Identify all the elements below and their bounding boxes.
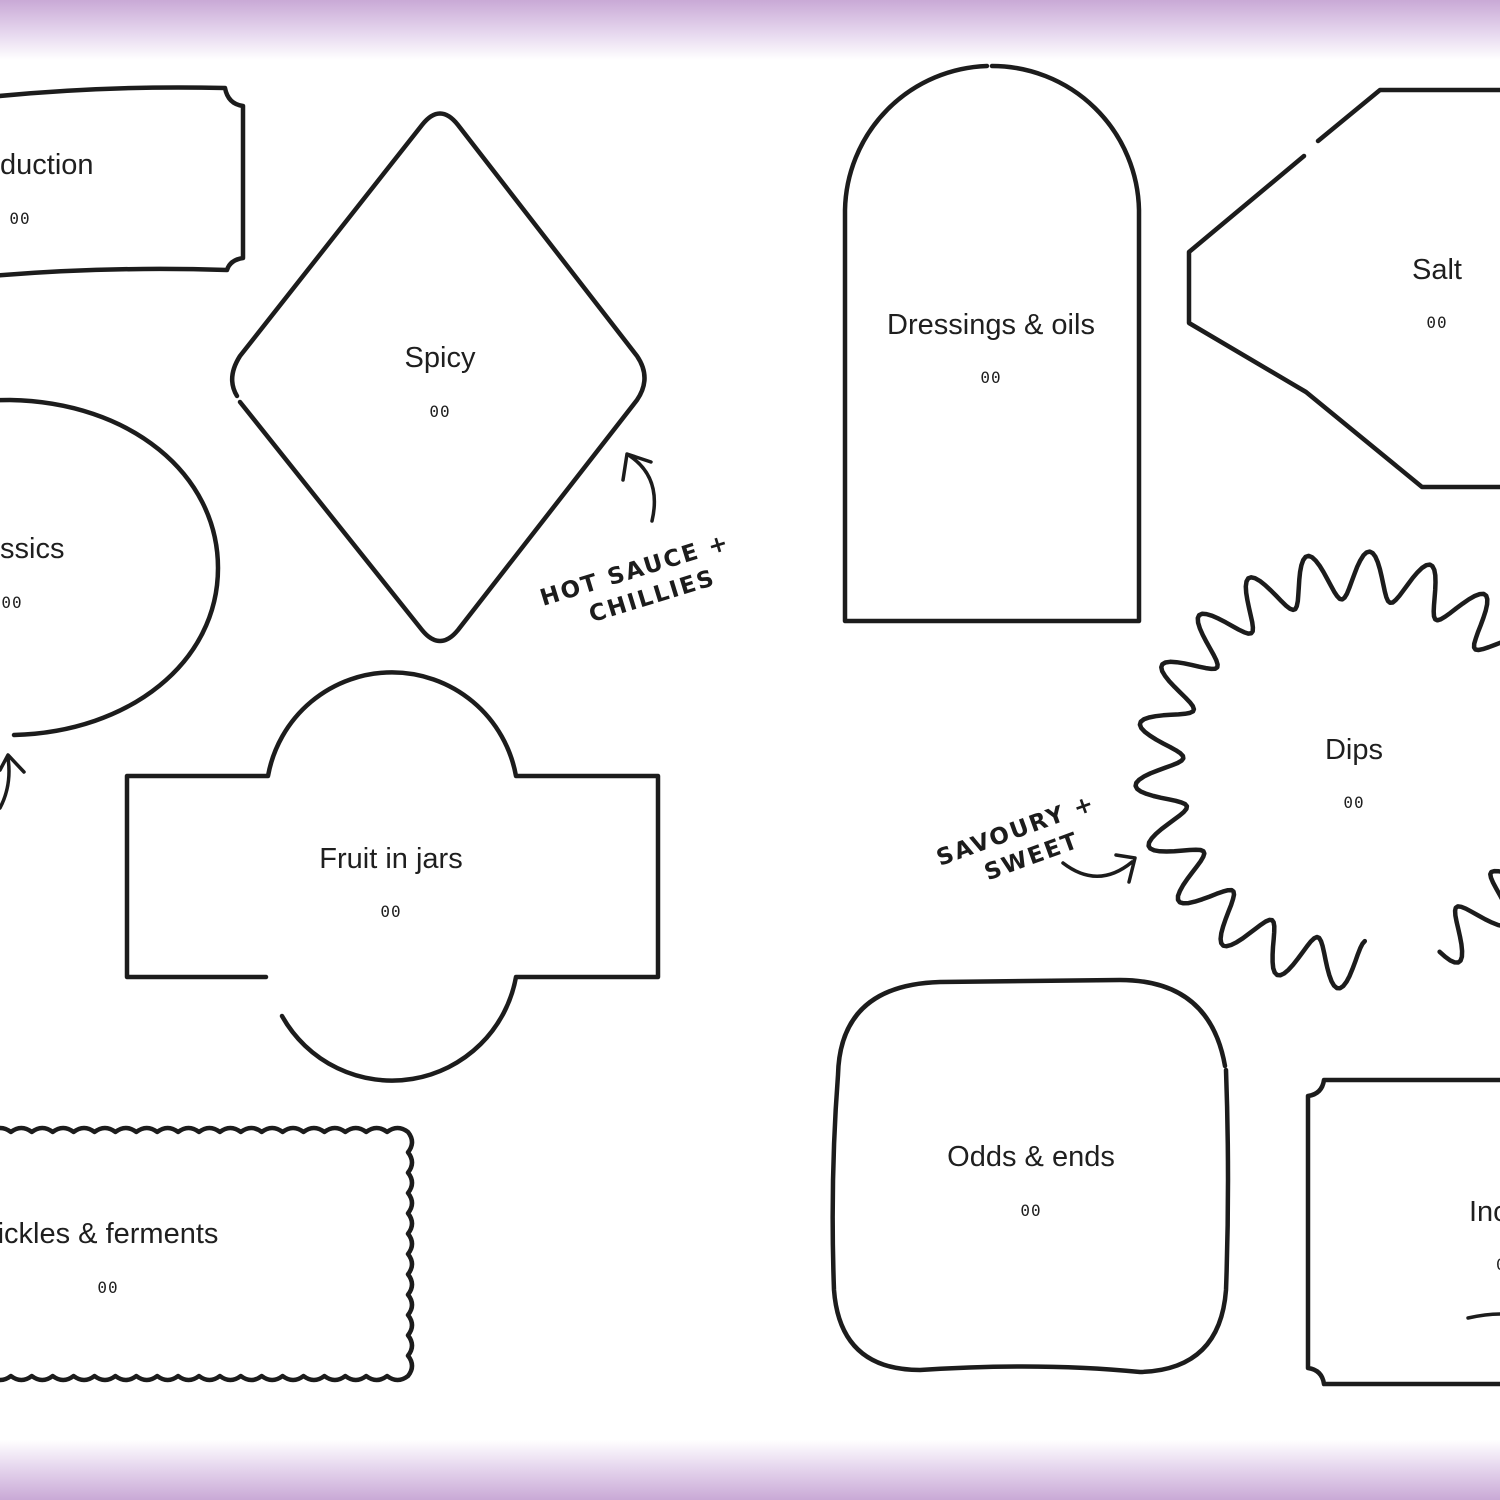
odds-ends-shape	[830, 977, 1231, 1375]
spicy-label[interactable]: Spicy 00	[230, 111, 647, 644]
odds-ends-label[interactable]: Odds & ends 00	[830, 977, 1231, 1375]
spicy-diamond-shape	[230, 111, 647, 644]
introduction-banner-shape	[0, 85, 246, 278]
classics-arrow	[0, 753, 26, 810]
fruit-in-jars-label[interactable]: Fruit in jars 00	[124, 670, 661, 1083]
classics-page-number: 00	[1, 593, 22, 612]
salt-page-number: 00	[1426, 313, 1447, 332]
pickles-page-number: 00	[97, 1278, 118, 1297]
dips-page-number: 00	[1343, 793, 1364, 812]
fruit-in-jars-page-number: 00	[380, 902, 401, 921]
salt-title: Salt	[1412, 254, 1462, 286]
fruit-in-jars-title: Fruit in jars	[319, 843, 462, 875]
index-label[interactable]: Inc 0	[1305, 1077, 1500, 1387]
introduction-title: duction	[0, 149, 94, 181]
dips-label[interactable]: Dips 00	[1133, 549, 1500, 991]
odds-ends-title: Odds & ends	[947, 1141, 1115, 1173]
spicy-page-number: 00	[429, 402, 450, 421]
index-title: Inc	[1469, 1196, 1500, 1228]
salt-label[interactable]: Salt 00	[1186, 87, 1500, 490]
pickles-ferments-label[interactable]: ickles & ferments 00	[0, 1125, 415, 1383]
classics-label[interactable]: ssics 00	[0, 397, 221, 810]
savoury-sweet-annotation: SAVOURY + SWEET	[933, 790, 1137, 886]
top-gradient-band	[0, 0, 1500, 60]
salt-octagon-shape	[1186, 87, 1500, 490]
pickles-wavy-shape	[0, 1125, 415, 1383]
dressings-oils-label[interactable]: Dressings & oils 00	[842, 63, 1142, 624]
spicy-title: Spicy	[405, 342, 476, 374]
introduction-label[interactable]: duction 00	[0, 85, 246, 278]
fruit-in-jars-shape	[124, 670, 661, 1083]
dips-title: Dips	[1325, 734, 1383, 766]
hot-sauce-arrow	[621, 452, 657, 523]
pickles-title: ickles & ferments	[0, 1218, 218, 1250]
hot-sauce-annotation: HOT SAUCE + CHILLIES	[537, 452, 733, 628]
index-notched-shape	[1305, 1077, 1500, 1387]
classics-oval-shape	[0, 397, 221, 738]
dressings-arch-shape	[842, 63, 1142, 624]
classics-title: ssics	[0, 533, 64, 565]
savoury-arrow	[1061, 853, 1137, 884]
bottom-gradient-band	[0, 1440, 1500, 1500]
introduction-page-number: 00	[9, 209, 30, 228]
dressings-page-number: 00	[980, 368, 1001, 387]
index-page-number: 0	[1496, 1255, 1500, 1274]
dressings-title: Dressings & oils	[887, 309, 1095, 341]
odds-ends-page-number: 00	[1020, 1201, 1041, 1220]
dips-starburst-shape	[1133, 549, 1500, 991]
index-annotation-stroke	[1466, 1312, 1500, 1320]
